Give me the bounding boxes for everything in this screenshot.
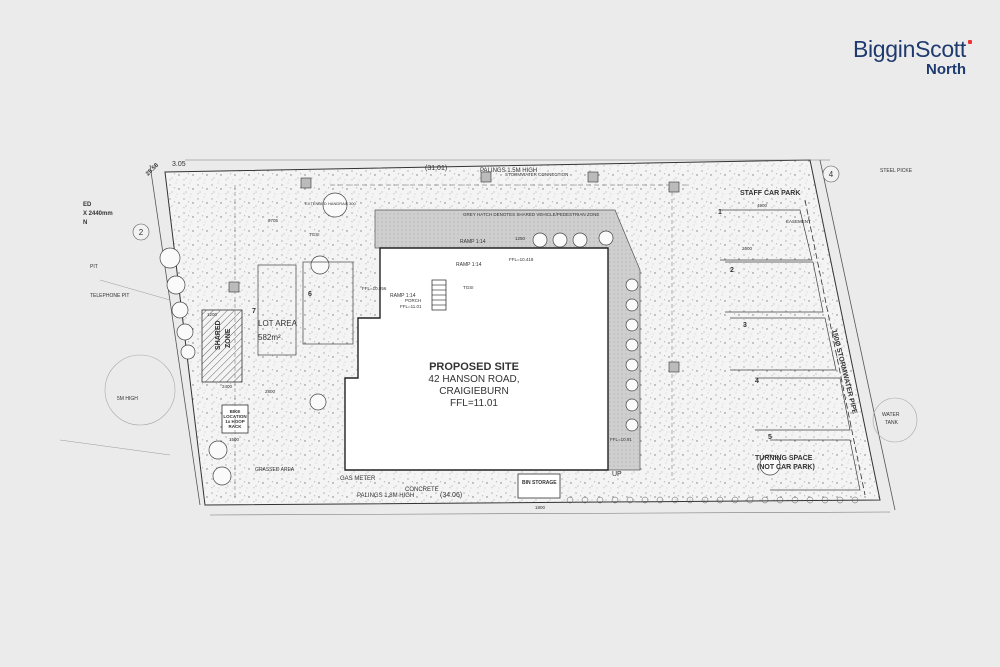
site-title: PROPOSED SITE bbox=[429, 361, 519, 373]
bin-storage-label: BIN STORAGE bbox=[522, 480, 557, 486]
dim-305: 3.05 bbox=[172, 161, 186, 168]
street-line bbox=[59, 439, 171, 456]
dim-3101: (31.01) bbox=[425, 165, 447, 172]
ffl-1091-label: FFL=10.91 bbox=[610, 437, 632, 442]
bike-label-1: BIKE bbox=[230, 409, 241, 414]
easement-label: EASEMENT bbox=[786, 219, 811, 224]
boundary-line-west bbox=[149, 164, 201, 506]
staff-car-park-label: STAFF CAR PARK bbox=[740, 190, 800, 197]
lot-area-box bbox=[302, 261, 354, 345]
area-number-6: 6 bbox=[308, 291, 312, 298]
bay-number-4: 4 bbox=[755, 378, 759, 385]
lot-area-value: 582m² bbox=[258, 333, 281, 342]
n-label: N bbox=[83, 220, 87, 226]
dim-2400: 2400 bbox=[222, 384, 233, 389]
grassed-area-label: GRASSED AREA bbox=[255, 467, 295, 473]
concrete-label: CONCRETE bbox=[405, 487, 439, 493]
bay-number-2: 2 bbox=[730, 267, 734, 274]
water-tank-label-2: TANK bbox=[885, 420, 899, 426]
existing-tree-canopy bbox=[104, 354, 176, 426]
street-line bbox=[99, 279, 171, 301]
palings-top-label: PALINGS 1.5M HIGH bbox=[480, 168, 537, 174]
dim-2558: 25.58 bbox=[145, 162, 160, 177]
ramp-label-1: RAMP 1:14 bbox=[460, 239, 486, 245]
bike-label-3: 1x HOOP bbox=[225, 419, 245, 424]
stormwater-connection-label: STORMWATER CONNECTION bbox=[505, 172, 568, 177]
dim-4900: 4900 bbox=[757, 203, 768, 208]
site-address-line2: CRAIGIEBURN bbox=[439, 386, 508, 397]
water-tank-label-1: WATER bbox=[882, 412, 900, 418]
dim-1200: 1200 bbox=[207, 312, 218, 317]
site-ffl: FFL=11.01 bbox=[450, 398, 498, 409]
ramp-label-3: RAMP 1:14 bbox=[390, 293, 416, 299]
porch-label: PORCH bbox=[405, 298, 421, 303]
lot-4-number: 4 bbox=[829, 170, 834, 179]
extended-handrail-label: EXTENDED HANDRAIL 300 bbox=[305, 201, 357, 206]
ffl-10418-label: FFL=10.418 bbox=[509, 257, 534, 262]
bay-number-1: 1 bbox=[718, 209, 722, 216]
bike-label-4: RACK bbox=[229, 424, 243, 429]
x2440-label: X 2440mm bbox=[83, 211, 113, 217]
bin-storage-box bbox=[517, 473, 561, 499]
steel-picket-label: STEEL PICKE bbox=[880, 168, 913, 174]
pit-label: PIT bbox=[90, 264, 98, 270]
shared-zone-label-2: ZONE bbox=[225, 328, 232, 348]
site-address-line1: 42 HANSON ROAD, bbox=[428, 374, 519, 385]
boundary-posts bbox=[566, 496, 859, 504]
dim-1500: 1500 bbox=[229, 437, 240, 442]
not-car-park-label: (NOT CAR PARK) bbox=[757, 464, 815, 471]
stormwater-pipe-line bbox=[804, 199, 866, 496]
turning-space-label: TURNING SPACE bbox=[755, 455, 813, 462]
porch-ffl-label: FFL=11.01 bbox=[400, 304, 422, 309]
up-label: UP bbox=[612, 471, 622, 478]
drainage-pits bbox=[228, 171, 680, 373]
bay-number-5: 5 bbox=[768, 434, 772, 441]
dim-1250: 1250 bbox=[515, 236, 526, 241]
dim-9705: 9705 bbox=[268, 218, 279, 223]
dim-3406: (34.06) bbox=[440, 492, 462, 499]
water-tank-circle bbox=[872, 397, 918, 443]
bay-number-3: 3 bbox=[743, 322, 747, 329]
brand-name: BigginScott bbox=[852, 36, 966, 62]
tgsi-label-1: TGSI bbox=[309, 232, 320, 237]
tgsi-label-2: TGSI bbox=[463, 285, 474, 290]
lot-2-marker bbox=[132, 223, 150, 241]
gas-meter-label: GAS METER bbox=[340, 476, 376, 482]
ed-label: ED bbox=[83, 202, 92, 208]
ramp-label-2: RAMP 1:14 bbox=[456, 262, 482, 268]
telephone-pit-label: TELEPHONE PIT bbox=[90, 293, 129, 299]
dim-2800: 2800 bbox=[265, 389, 276, 394]
area-number-7: 7 bbox=[252, 308, 256, 315]
car-park-bays bbox=[720, 209, 861, 491]
shared-zone-label-1: SHARED bbox=[215, 320, 222, 350]
lot-2-number: 2 bbox=[139, 228, 144, 237]
landscape-shrubs bbox=[159, 192, 781, 486]
dim-1800: 1800 bbox=[535, 505, 546, 510]
lot-area-label: LOT AREA bbox=[258, 319, 298, 328]
bike-label-2: LOCATION bbox=[223, 414, 246, 419]
proposed-building bbox=[344, 247, 609, 471]
shared-zone bbox=[201, 309, 243, 383]
lot-area-box bbox=[257, 264, 297, 356]
boundary-line-south bbox=[209, 511, 891, 516]
brand-logo: BigginScott North bbox=[852, 36, 972, 78]
brand-office: North bbox=[926, 61, 966, 78]
palings-bottom-label: PALINGS 1.8M HIGH bbox=[357, 493, 414, 499]
dim-2600: 2600 bbox=[742, 246, 753, 251]
grey-hatch-note: GREY HATCH DENOTES SHARED VEHICLE/PEDEST… bbox=[463, 212, 599, 217]
boundary-line-east bbox=[819, 159, 896, 511]
logo-accent-mark bbox=[968, 40, 972, 44]
ffl-10856-label: FFL=10.856 bbox=[362, 286, 387, 291]
lot-4-marker bbox=[822, 165, 840, 183]
sm-high-label: 5M HIGH bbox=[117, 396, 138, 402]
